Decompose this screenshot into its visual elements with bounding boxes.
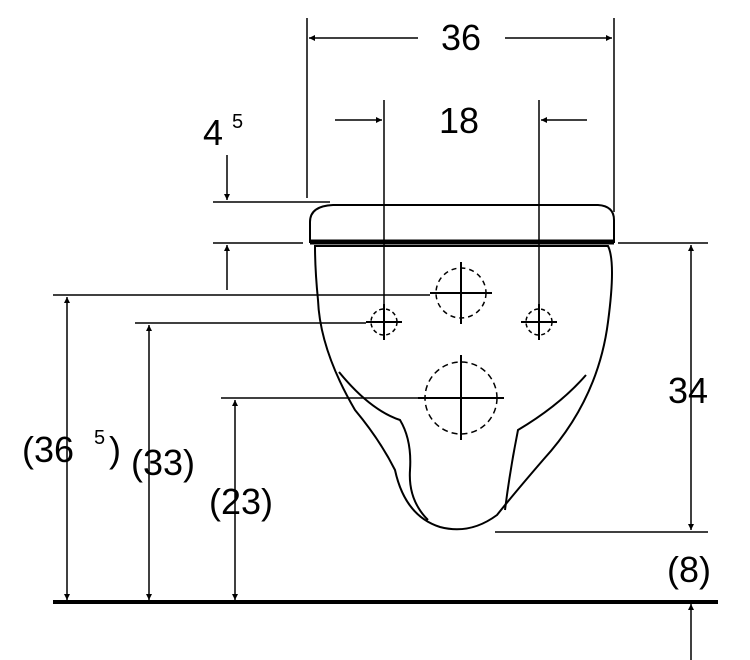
floor-clearance-label: (8) [667, 549, 711, 590]
bowl-inner-curve-right [504, 374, 587, 511]
overall-width-label: 36 [441, 17, 481, 58]
height-36-5-close-paren: ) [109, 429, 121, 470]
bowl-outline [313, 245, 613, 531]
seat-thickness-label: 4 [203, 112, 223, 153]
height-23-label: (23) [209, 481, 273, 522]
hole-spacing-label: 18 [439, 100, 479, 141]
height-36-5-label: (36 [22, 429, 74, 470]
height-33-label: (33) [131, 442, 195, 483]
dimension-lines [64, 35, 694, 660]
mounting-holes [366, 262, 557, 440]
seat-thickness-superscript: 5 [232, 111, 243, 133]
toilet-outline [309, 204, 615, 531]
seat-lid [309, 204, 615, 243]
upper-center-hole [430, 262, 492, 324]
extension-lines [53, 18, 708, 533]
height-36-5-superscript: 5 [94, 427, 105, 449]
bowl-inner-curve-left [338, 371, 429, 521]
bowl-height-label: 34 [668, 370, 708, 411]
outlet-hole [418, 355, 504, 440]
